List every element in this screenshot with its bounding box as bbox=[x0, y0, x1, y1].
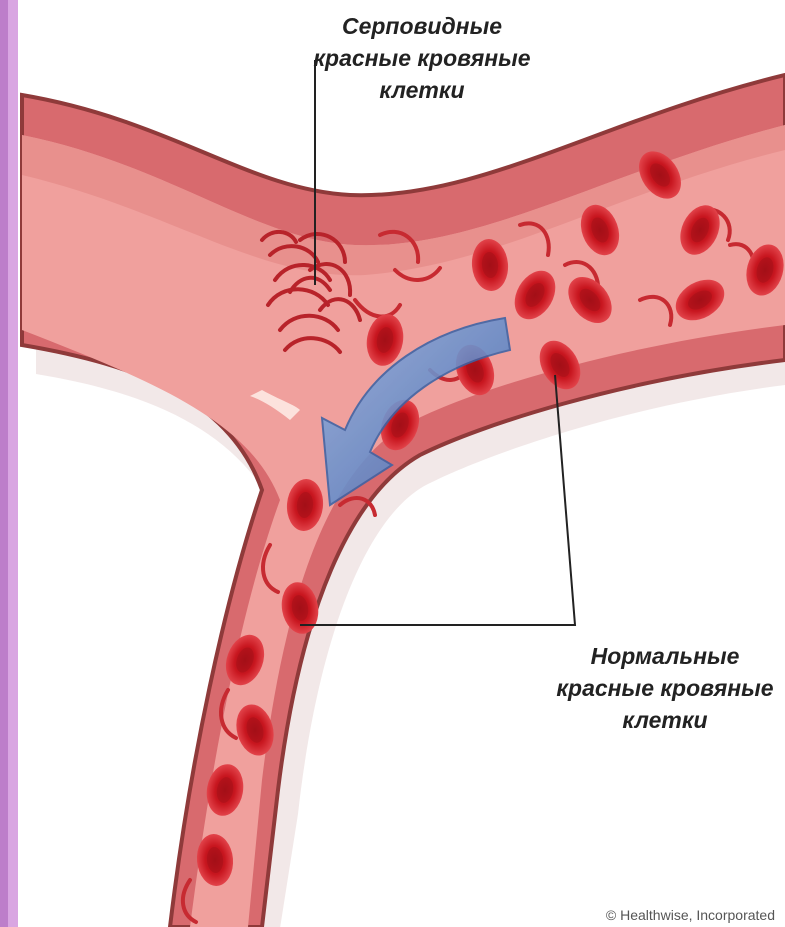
normal-label-line-3: клетки bbox=[545, 704, 785, 736]
sickle-label-line-2: красные кровяные bbox=[292, 42, 552, 74]
sickle-label-line-1: Серповидные bbox=[292, 10, 552, 42]
normal-label-line-1: Нормальные bbox=[545, 640, 785, 672]
sickle-cells-label: Серповидные красные кровяные клетки bbox=[292, 10, 552, 106]
normal-cells-label: Нормальные красные кровяные клетки bbox=[545, 640, 785, 736]
left-background-strip-shade bbox=[0, 0, 8, 927]
normal-label-line-2: красные кровяные bbox=[545, 672, 785, 704]
sickle-label-line-3: клетки bbox=[292, 74, 552, 106]
copyright-credit: © Healthwise, Incorporated bbox=[606, 907, 775, 923]
